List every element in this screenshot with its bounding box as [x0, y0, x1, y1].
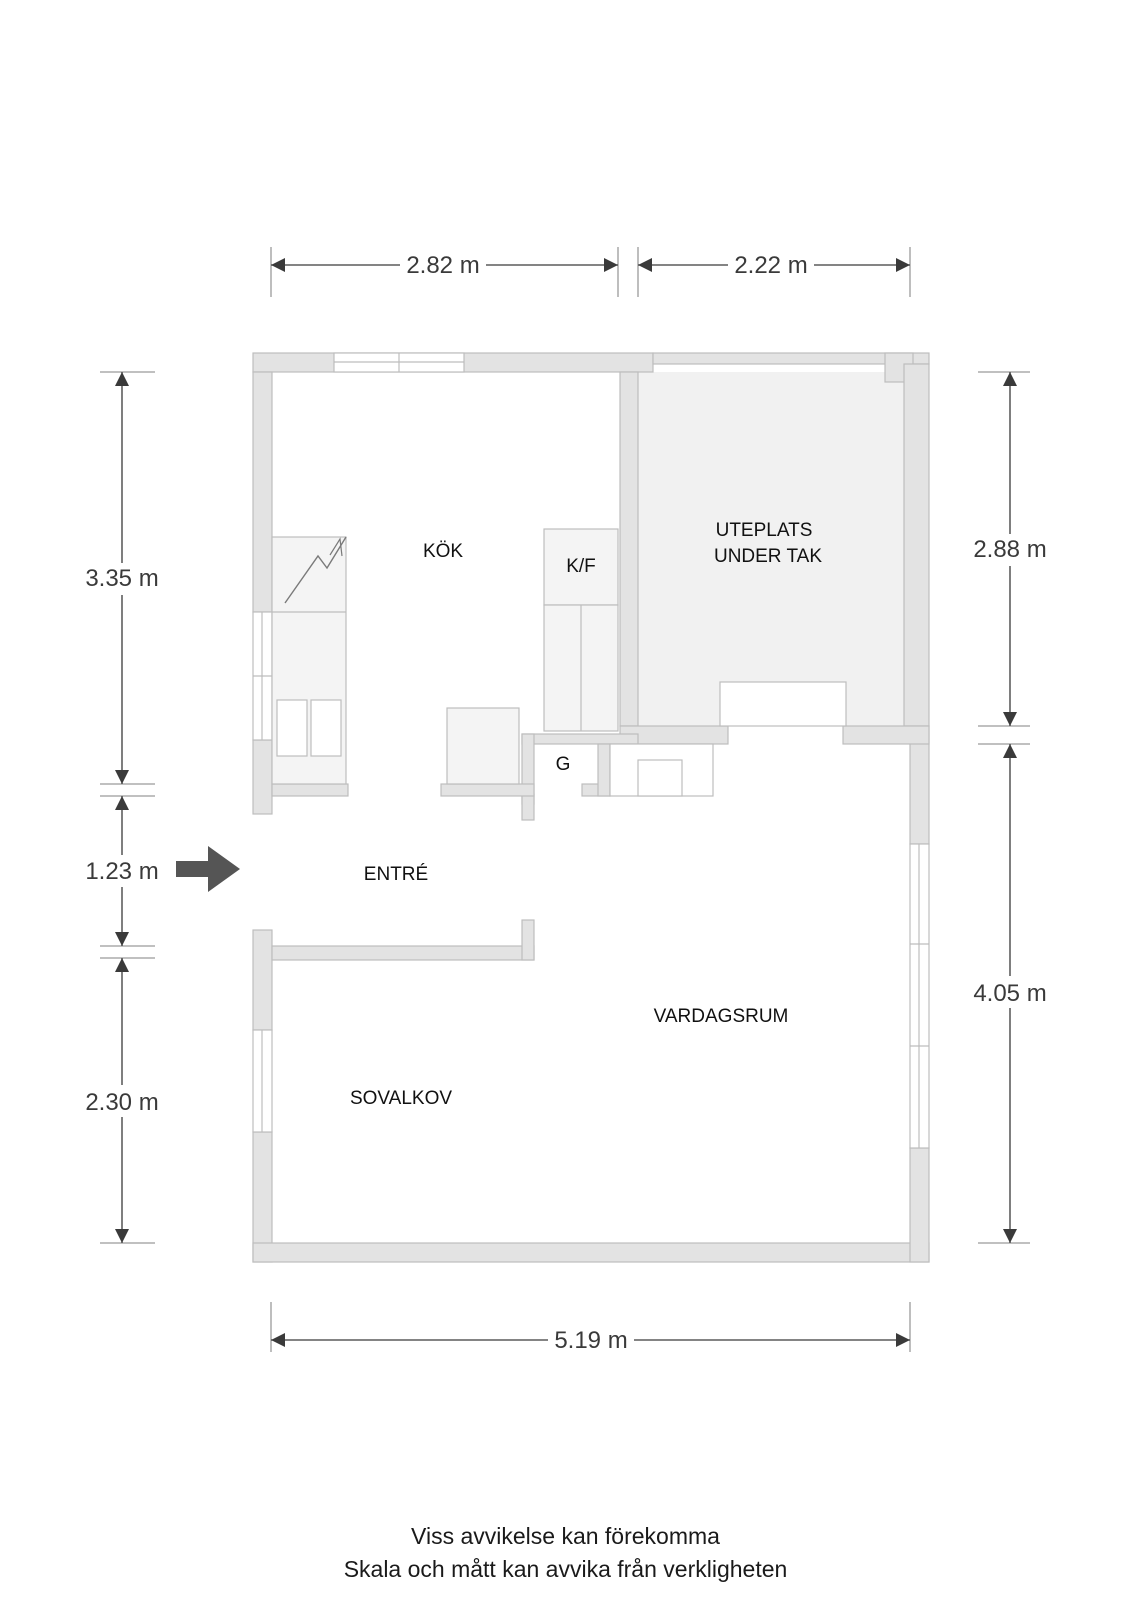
dimension-left-bottom: 2.30 m — [85, 1089, 158, 1116]
room-label-bedroom-alcove: SOVALKOV — [350, 1088, 452, 1109]
dimension-right-bottom: 4.05 m — [973, 980, 1046, 1007]
room-label-wardrobe: G — [556, 754, 571, 775]
dimension-top-right: 2.22 m — [734, 252, 807, 279]
dimension-top-left: 2.82 m — [406, 252, 479, 279]
lightning-icon — [284, 536, 347, 604]
covered-patio-floor — [638, 372, 904, 726]
kitchen-appliance — [446, 707, 520, 785]
kitchen-fixtures — [271, 528, 847, 797]
patio-bench — [719, 681, 847, 727]
dimension-left-top: 3.35 m — [85, 565, 158, 592]
stove-hob — [276, 699, 308, 757]
dimension-left-middle: 1.23 m — [85, 858, 158, 885]
room-label-fridge-freezer: K/F — [566, 556, 596, 577]
entrance-arrow-icon — [176, 846, 240, 892]
disclaimer-line-2: Skala och mått kan avvika från verklighe… — [343, 1556, 788, 1582]
dimension-right-top: 2.88 m — [973, 536, 1046, 563]
room-label-entrance: ENTRÉ — [364, 864, 428, 885]
disclaimer-line-1: Viss avvikelse kan förekomma — [411, 1523, 720, 1549]
room-label-covered-patio-2: UNDER TAK — [714, 546, 822, 567]
dimension-bottom: 5.19 m — [554, 1327, 627, 1354]
room-label-covered-patio-1: UTEPLATS — [716, 520, 813, 541]
dimension-lines — [100, 247, 1030, 1352]
room-label-kitchen: KÖK — [423, 541, 463, 562]
windows — [252, 352, 930, 1149]
room-label-living-room: VARDAGSRUM — [654, 1006, 789, 1027]
